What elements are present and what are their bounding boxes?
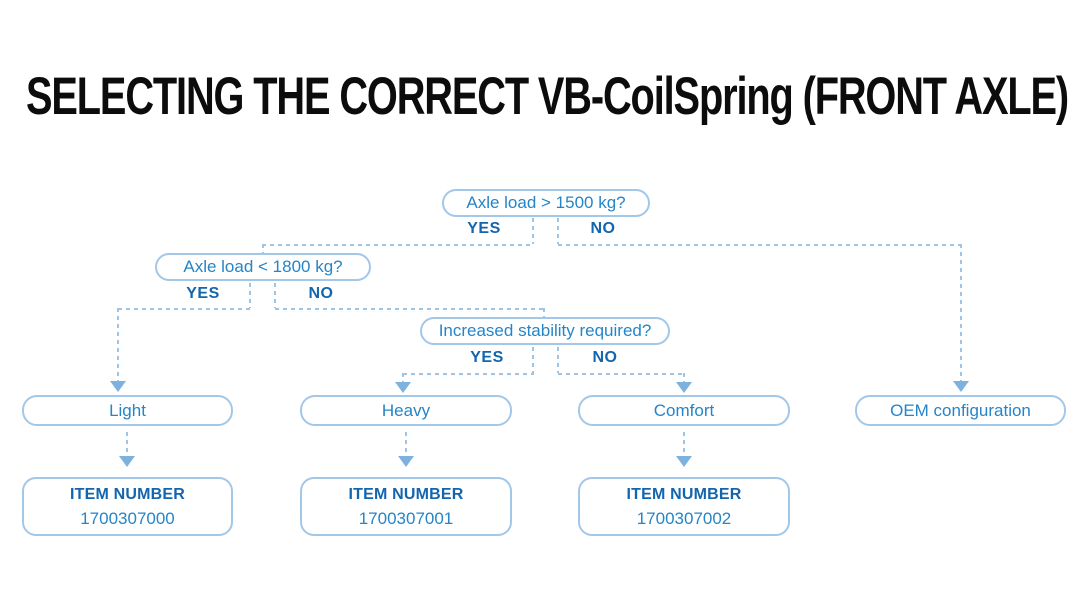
- connector-d3-no-stub: [557, 347, 559, 373]
- item-number-heading: ITEM NUMBER: [348, 486, 464, 503]
- connector-d1-yes-stub: [532, 218, 534, 244]
- outcome-box-oem-configuration: OEM configuration: [855, 395, 1066, 426]
- item-number-heading: ITEM NUMBER: [626, 486, 742, 503]
- decision-box-stability: Increased stability required?: [420, 317, 670, 345]
- arrow-down-icon: [395, 382, 411, 393]
- decision1-yes-label: YES: [467, 220, 501, 237]
- connector-d3-yes-horizontal: [403, 373, 534, 375]
- decision3-no-label: NO: [592, 349, 618, 366]
- arrow-down-icon: [110, 381, 126, 392]
- connector-d3-no-horizontal: [558, 373, 685, 375]
- connector-light-item: [126, 432, 128, 456]
- connector-d2-yes-vertical: [117, 308, 119, 381]
- arrow-down-icon: [676, 382, 692, 393]
- connector-d1-yes-horizontal: [262, 244, 534, 246]
- connector-d1-yes-drop: [262, 244, 264, 254]
- item-number-box-heavy: ITEM NUMBER 1700307001: [300, 477, 512, 536]
- item-number-value: 1700307000: [80, 509, 175, 528]
- connector-heavy-item: [405, 432, 407, 456]
- item-number-value: 1700307002: [636, 509, 732, 528]
- connector-d3-yes-vertical: [402, 373, 404, 382]
- connector-d1-no-horizontal: [558, 244, 962, 246]
- arrow-down-icon: [676, 456, 692, 467]
- arrow-down-icon: [953, 381, 969, 392]
- connector-d2-yes-stub: [249, 283, 251, 308]
- outcome-box-light: Light: [22, 395, 233, 426]
- item-number-box-comfort: ITEM NUMBER 1700307002: [578, 477, 790, 536]
- connector-comfort-item: [683, 432, 685, 456]
- outcome-box-heavy: Heavy: [300, 395, 512, 426]
- connector-d2-yes-horizontal: [118, 308, 251, 310]
- arrow-down-icon: [119, 456, 135, 467]
- page-title: SELECTING THE CORRECT VB-CoilSpring (FRO…: [26, 67, 1069, 126]
- item-number-heading: ITEM NUMBER: [69, 486, 186, 503]
- decision3-yes-label: YES: [470, 349, 504, 366]
- arrow-down-icon: [398, 456, 414, 467]
- outcome-box-comfort: Comfort: [578, 395, 790, 426]
- connector-d3-no-vertical: [683, 373, 685, 382]
- item-number-box-light: ITEM NUMBER 1700307000: [22, 477, 233, 536]
- connector-d3-yes-stub: [532, 347, 534, 373]
- decision2-no-label: NO: [308, 285, 334, 302]
- decision-box-axle-load-1800: Axle load < 1800 kg?: [155, 253, 371, 281]
- decision-box-axle-load-1500: Axle load > 1500 kg?: [442, 189, 650, 217]
- connector-d2-no-stub: [274, 283, 276, 308]
- connector-d1-no-stub: [557, 218, 559, 244]
- item-number-value: 1700307001: [358, 509, 454, 528]
- connector-d2-no-drop: [543, 308, 545, 318]
- connector-d1-no-vertical: [960, 244, 962, 381]
- connector-d2-no-horizontal: [275, 308, 545, 310]
- decision2-yes-label: YES: [186, 285, 220, 302]
- decision1-no-label: NO: [590, 220, 616, 237]
